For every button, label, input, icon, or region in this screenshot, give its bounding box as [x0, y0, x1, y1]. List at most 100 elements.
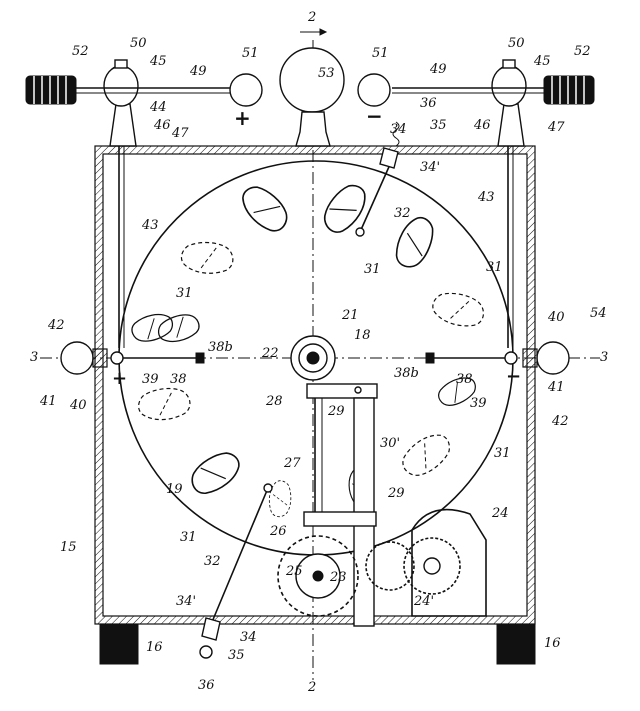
label-54: 54 — [590, 306, 607, 321]
label-31-d: 31 — [494, 446, 511, 461]
label-34p-top: 34' — [420, 160, 441, 175]
label-21: 21 — [342, 308, 359, 323]
label-24: 24 — [492, 506, 509, 521]
label-40-right: 40 — [548, 310, 565, 325]
label-49-right: 49 — [430, 62, 447, 77]
label-40-left: 40 — [70, 398, 87, 413]
label-34-bottom: 34 — [240, 630, 257, 645]
label-45-right: 45 — [534, 54, 551, 69]
label-47-left: 47 — [172, 126, 189, 141]
sign-minus-side: − — [506, 366, 522, 387]
label-43-left: 43 — [142, 218, 159, 233]
label-46-left: 46 — [154, 118, 171, 133]
label-38b-left: 38b — [208, 340, 233, 355]
label-52-right: 52 — [574, 44, 591, 59]
label-36-top: 36 — [420, 96, 437, 111]
label-2-top: 2 — [308, 10, 317, 25]
label-51-right: 51 — [372, 46, 389, 61]
label-28: 28 — [266, 394, 283, 409]
sphere-stand — [295, 111, 331, 147]
label-42-left: 42 — [48, 318, 65, 333]
label-51-left: 51 — [242, 46, 259, 61]
upper-spring — [392, 121, 400, 147]
grip-left — [25, 75, 77, 105]
label-53: 53 — [318, 66, 335, 81]
section-arrow-head — [319, 28, 328, 36]
label-32-top: 32 — [394, 206, 411, 221]
label-30p: 30' — [380, 436, 401, 451]
sign-plus-side: + — [112, 368, 128, 389]
arm-tip-left — [195, 352, 205, 364]
upper-lever-pin — [355, 227, 365, 237]
label-31-b: 31 — [486, 260, 503, 275]
label-32-bottom: 32 — [204, 554, 221, 569]
label-22: 22 — [262, 346, 279, 361]
label-34p-bottom: 34' — [176, 594, 197, 609]
label-39-right: 39 — [470, 396, 487, 411]
ball-left — [229, 73, 263, 107]
ball-right — [357, 73, 391, 107]
label-24p: 24' — [414, 594, 435, 609]
lower-lever-pin — [263, 483, 273, 493]
label-31-c: 31 — [176, 286, 193, 301]
grip-right — [543, 75, 595, 105]
lower-spring — [199, 645, 213, 659]
sign-plus-top: + — [234, 106, 251, 130]
gear-24p — [365, 541, 415, 591]
label-42-right: 42 — [552, 414, 569, 429]
gear-24-hub — [423, 557, 441, 575]
label-19: 19 — [166, 482, 183, 497]
screw-left — [114, 59, 128, 69]
label-47-right: 47 — [548, 120, 565, 135]
label-46-right: 46 — [474, 118, 491, 133]
upper-lever-collar — [379, 147, 399, 169]
label-44: 44 — [150, 100, 167, 115]
lower-lever-collar — [201, 617, 221, 641]
label-35-bottom: 35 — [228, 648, 245, 663]
label-16-left: 16 — [146, 640, 163, 655]
label-50-left: 50 — [130, 36, 147, 51]
label-27: 27 — [284, 456, 301, 471]
collar-left — [92, 348, 108, 368]
label-31-e: 31 — [180, 530, 197, 545]
gear-23-axle — [312, 570, 324, 582]
gear-housing — [411, 508, 487, 617]
pivot-right — [504, 351, 518, 365]
label-35-top: 35 — [430, 118, 447, 133]
label-49-left: 49 — [190, 64, 207, 79]
label-34-top: 34 — [390, 122, 407, 137]
label-29-top: 29 — [328, 404, 345, 419]
label-45-left: 45 — [150, 54, 167, 69]
post-right — [497, 103, 525, 147]
arm-tip-right — [425, 352, 435, 364]
foot-left — [99, 623, 139, 665]
sign-minus-top: − — [366, 104, 383, 128]
gear-24 — [403, 537, 461, 595]
upper-lever — [359, 159, 393, 233]
label-38-right: 38 — [456, 372, 473, 387]
label-50-right: 50 — [508, 36, 525, 51]
label-29-low: 29 — [388, 486, 405, 501]
label-25: 25 — [286, 564, 303, 579]
collar-right — [522, 348, 538, 368]
label-16-right: 16 — [544, 636, 561, 651]
label-36-bottom: 36 — [198, 678, 215, 693]
bracket-bolt — [354, 386, 362, 394]
label-38b-right: 38b — [394, 366, 419, 381]
gear-23 — [277, 535, 359, 617]
hub-inner — [306, 351, 320, 365]
label-43-right: 43 — [478, 190, 495, 205]
label-52-left: 52 — [72, 44, 89, 59]
label-41-left: 41 — [40, 394, 57, 409]
label-15: 15 — [60, 540, 77, 555]
label-3-right: 3 — [600, 350, 609, 365]
foot-right — [496, 623, 536, 665]
lower-lever — [211, 487, 269, 623]
label-18: 18 — [354, 328, 371, 343]
label-26: 26 — [270, 524, 287, 539]
label-38-left: 38 — [170, 372, 187, 387]
screw-right — [502, 59, 516, 69]
label-31-a: 31 — [364, 262, 381, 277]
